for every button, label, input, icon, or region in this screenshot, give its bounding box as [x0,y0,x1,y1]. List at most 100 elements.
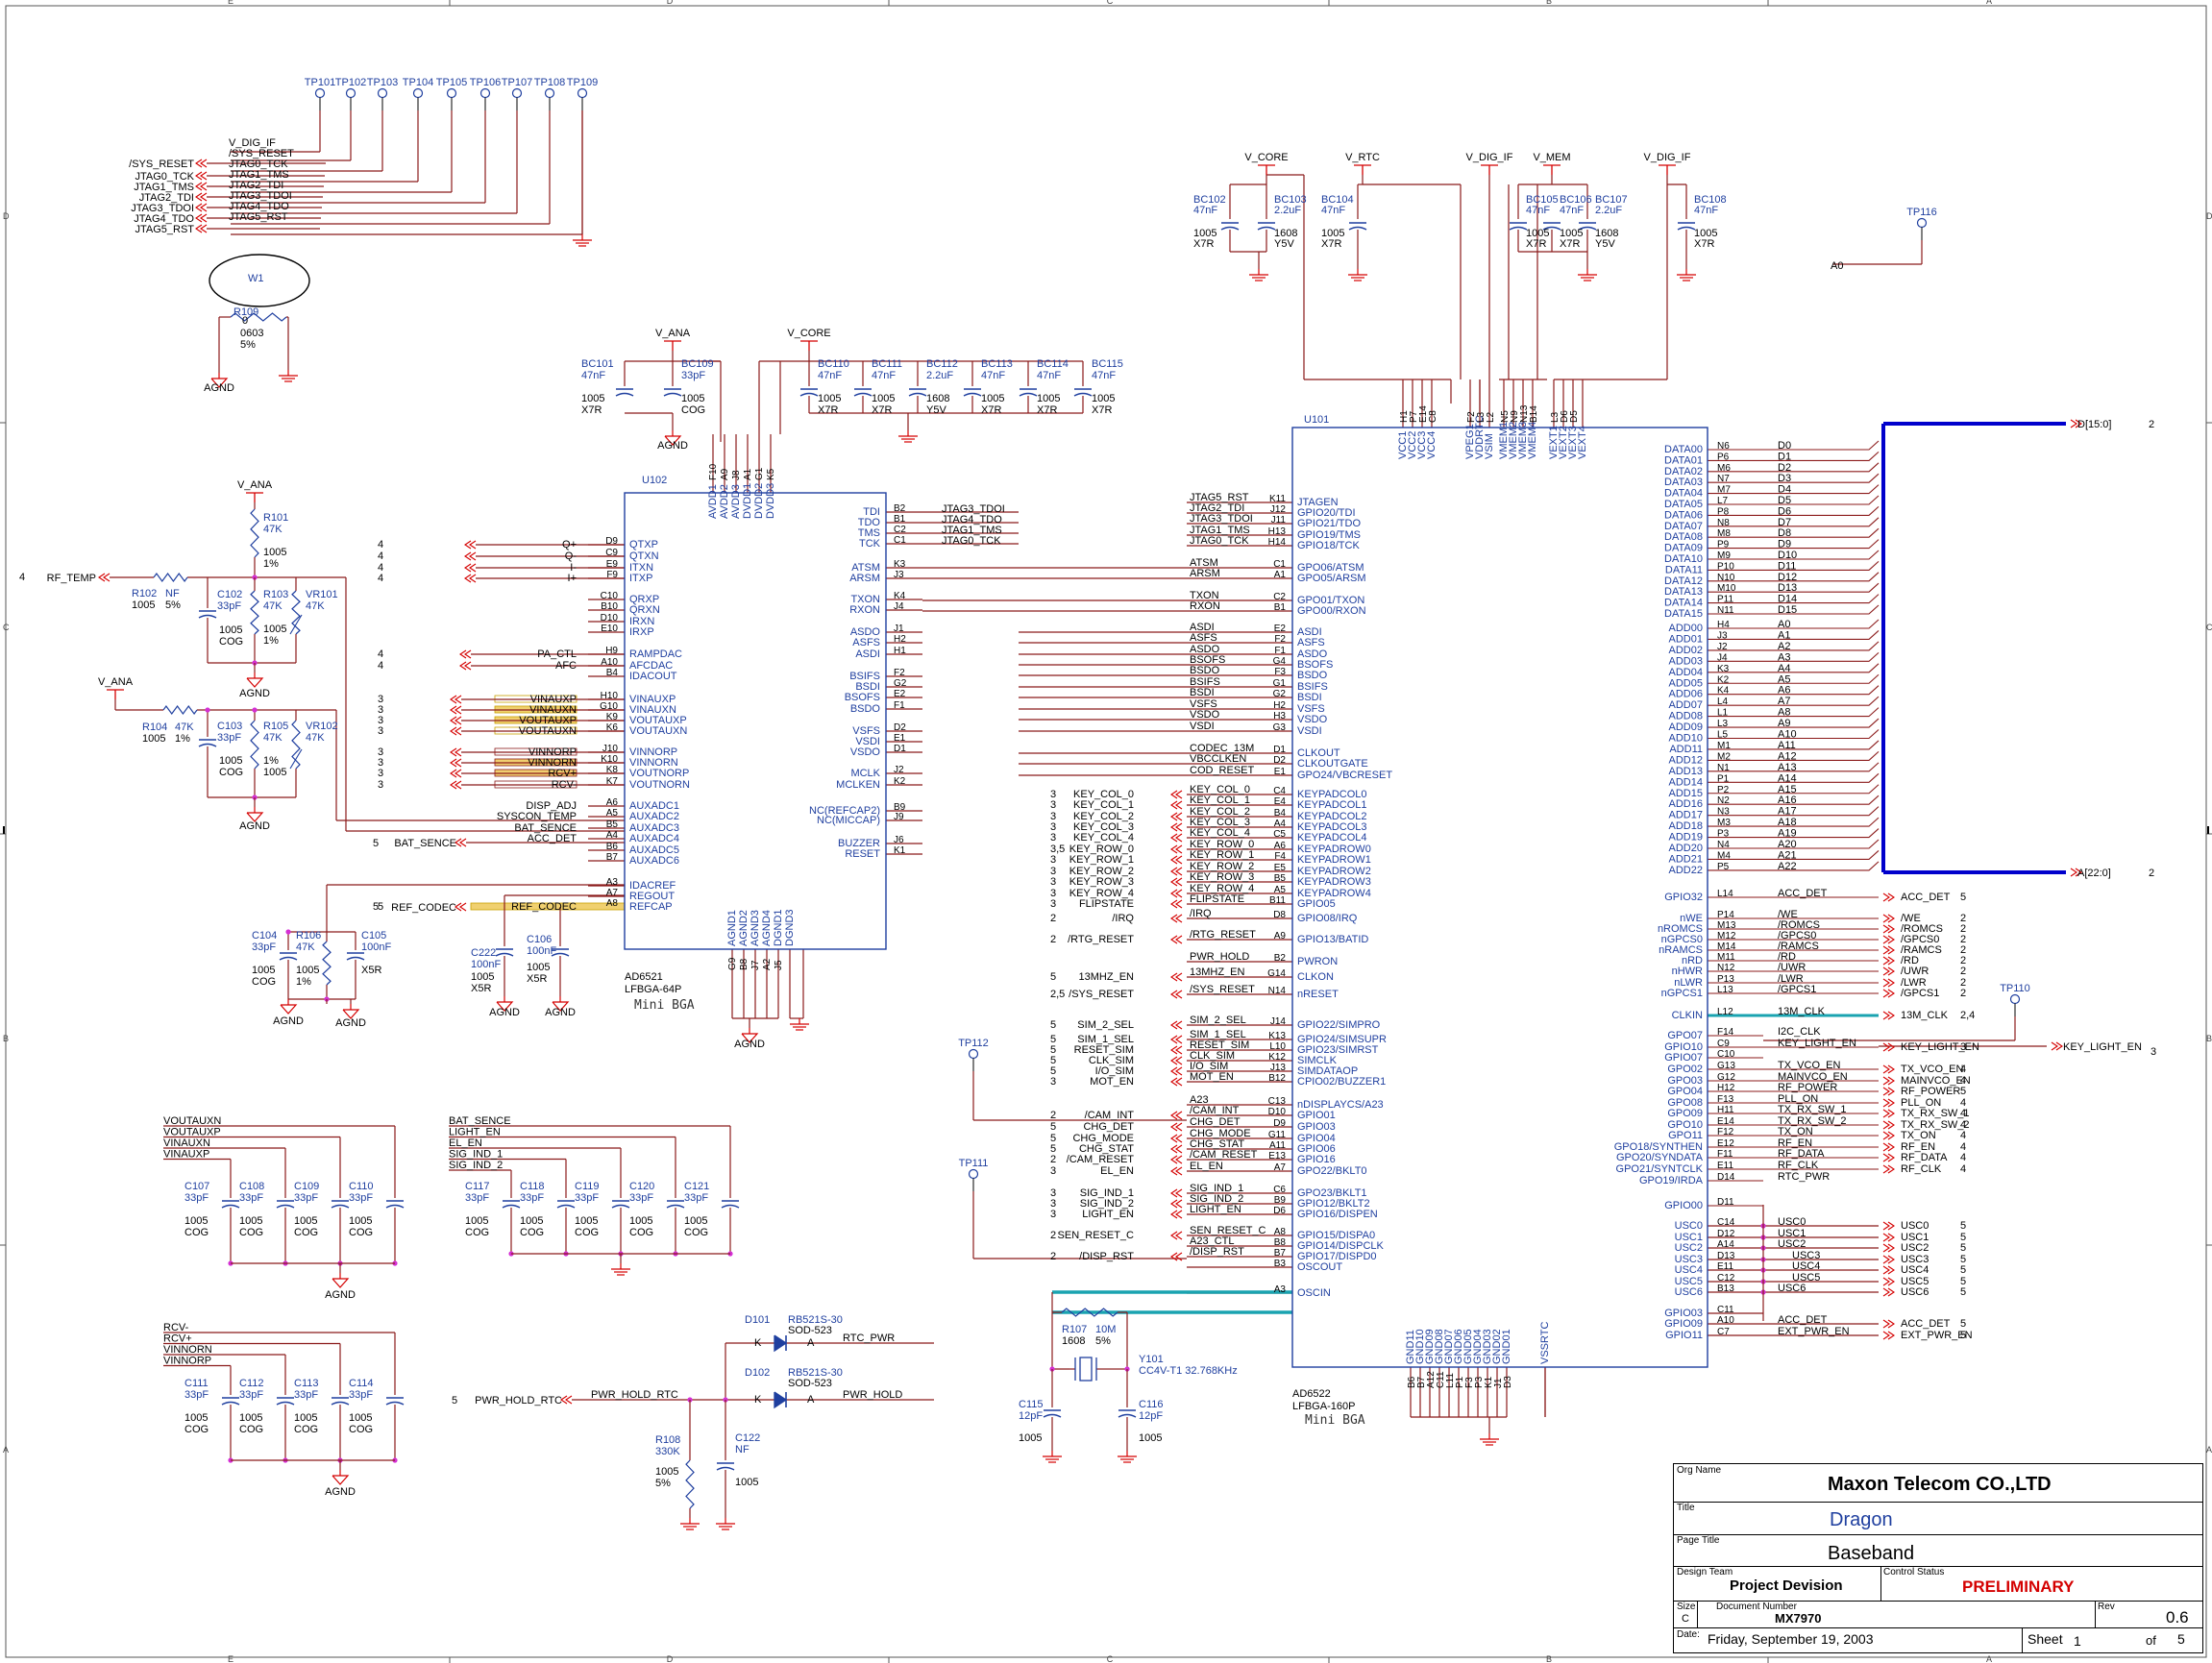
addr-wire [1708,828,1880,839]
u101-left-net: VSFS [1190,698,1217,710]
cap-pkg: 1608 [926,393,949,404]
agnd-label: AGND [489,1007,520,1018]
r101-resistor [250,508,259,558]
u101-addr-pinnum: K3 [1717,664,1730,674]
u101-addr-pinnum: M3 [1717,818,1731,828]
bank-cap-val: 33pF [239,1389,263,1401]
u101-left-net: FLIPSTATE [1190,893,1244,905]
u102-left-pinnum: A4 [606,830,619,841]
c106-diel: X5R [527,973,547,985]
u101-left-pin: KEYPADROW1 [1297,854,1371,866]
sheet-ref: 2 [1960,955,1966,966]
u101-addr-pin: ADD04 [1669,667,1703,678]
u101-addr-pin: ADD07 [1669,699,1703,711]
outer-border [5,5,2207,1658]
key-light-port [2051,1041,2058,1051]
pin-a: A [807,1337,815,1349]
c105-pkg: X5R [361,965,381,976]
sheet-ref: 5 [452,1395,457,1406]
u102-right-pinnum: C2 [894,525,906,535]
u101-left-pin: KEYPADCOL2 [1297,811,1367,822]
audio-port [450,747,457,757]
control-status-label: Control Status [1883,1567,1945,1577]
data-wire [1708,560,1880,571]
u101-addr-pin: ADD10 [1669,733,1703,745]
u102-part: AD6521 [625,971,663,983]
addr-wire [1708,663,1880,673]
u101-data-pin: DATA14 [1664,598,1703,609]
usc-port [1887,1243,1895,1253]
u101-bottom-pin: GND01 [1501,1329,1512,1364]
u101-left-pinnum: F2 [1274,634,1286,645]
c104-diel: COG [252,976,276,988]
signal-port [1175,833,1183,843]
sheet-ref: 4 [378,648,383,660]
u101-ctrl-net: KEY_LIGHT_EN [1778,1038,1856,1049]
u101-left-pinnum: L10 [1269,1041,1286,1052]
r108-resistor [685,1459,695,1509]
rtc-pwr-net: RTC_PWR [843,1333,895,1344]
data-wire [1708,539,1880,550]
u102-left-net: VINAUXP [530,694,577,705]
agnd-ref [280,1004,298,1015]
u101-left-pinnum: D10 [1268,1107,1287,1117]
date-label: Date: [1677,1629,1700,1640]
c122-pkg: 1005 [735,1477,758,1488]
u102-left-pin: QTXP [629,539,658,550]
r102-ref: R102 [132,588,157,599]
sheet-ref: 3 [2151,1046,2156,1058]
audio-port [450,769,457,778]
u101-left-pin: JTAGEN [1297,497,1339,508]
ctrl-port-label: /UWR [1901,966,1929,977]
ctrl-port [1882,1164,1890,1174]
sheet-ref: 4 [19,572,25,583]
sheet-ref: 3 [378,694,383,705]
signal-port [1175,1210,1183,1219]
u101-data-pinnum: P6 [1717,452,1730,462]
u101-ctrl-pin: nGPCS0 [1661,934,1703,945]
bank-cap-pkg: 1005 [294,1412,317,1424]
u101-addr-pin: ADD12 [1669,754,1703,766]
u101-left-pinnum: G14 [1267,968,1286,979]
u101-ctrl-pinnum: H12 [1717,1083,1735,1093]
bank-cap-ref: C111 [184,1378,209,1389]
iq-port [469,540,477,550]
u101-usc-net: USC3 [1792,1250,1820,1261]
u101-left-pinnum: J11 [1271,515,1287,526]
u101-addr-net: A11 [1778,740,1796,751]
sheet-ref: 4 [1960,1064,1966,1075]
c222-val: 100nF [471,959,501,970]
u101-left-port-label: I/O_SIM [1095,1065,1134,1077]
u102-bottom-pin: DGND3 [784,909,796,946]
u101-left-pinnum: H13 [1268,526,1287,537]
power-net-label: V_CORE [1244,152,1288,163]
signal-port [1170,1020,1178,1030]
u101-bottom-pinnum: C11 [1436,1371,1446,1388]
u101-bottom-pinnum: F3 [1464,1377,1475,1388]
bank-capacitor [276,1204,295,1209]
usc-port [1882,1287,1890,1297]
signal-port [1175,1045,1183,1055]
addr-wire [1708,619,1880,629]
wiring [110,110,2066,1518]
u101-left-pinnum: H3 [1273,711,1286,721]
signal-port [1175,1199,1183,1209]
u101-addr-pinnum: N2 [1717,795,1730,806]
bank-cap-ref: C112 [239,1378,263,1389]
u101-ctrl-pin: GPO04 [1667,1086,1703,1097]
u102-top-pin: AVDD2 [719,484,730,519]
zone-label-bottom: E [228,1654,233,1663]
date-value: Friday, September 19, 2003 [1708,1631,1874,1647]
junction-dot [285,929,291,935]
u101-left-pinnum: A5 [1274,885,1287,895]
cap-ref: BC109 [681,358,714,370]
sheet-ref: 5 [1960,1242,1966,1254]
u101-left-net: ATSM [1190,557,1218,569]
u101-ctrl-pinnum: D11 [1717,1197,1734,1208]
cap-val: 47nF [1321,205,1345,216]
u101-left-pinnum: A3 [1274,1284,1287,1295]
ctrl-port [1882,1087,1890,1096]
u101-addr-net: A20 [1778,839,1797,850]
u101-addr-pinnum: J4 [1717,652,1728,663]
u101-usc-pin: USC3 [1675,1254,1703,1265]
